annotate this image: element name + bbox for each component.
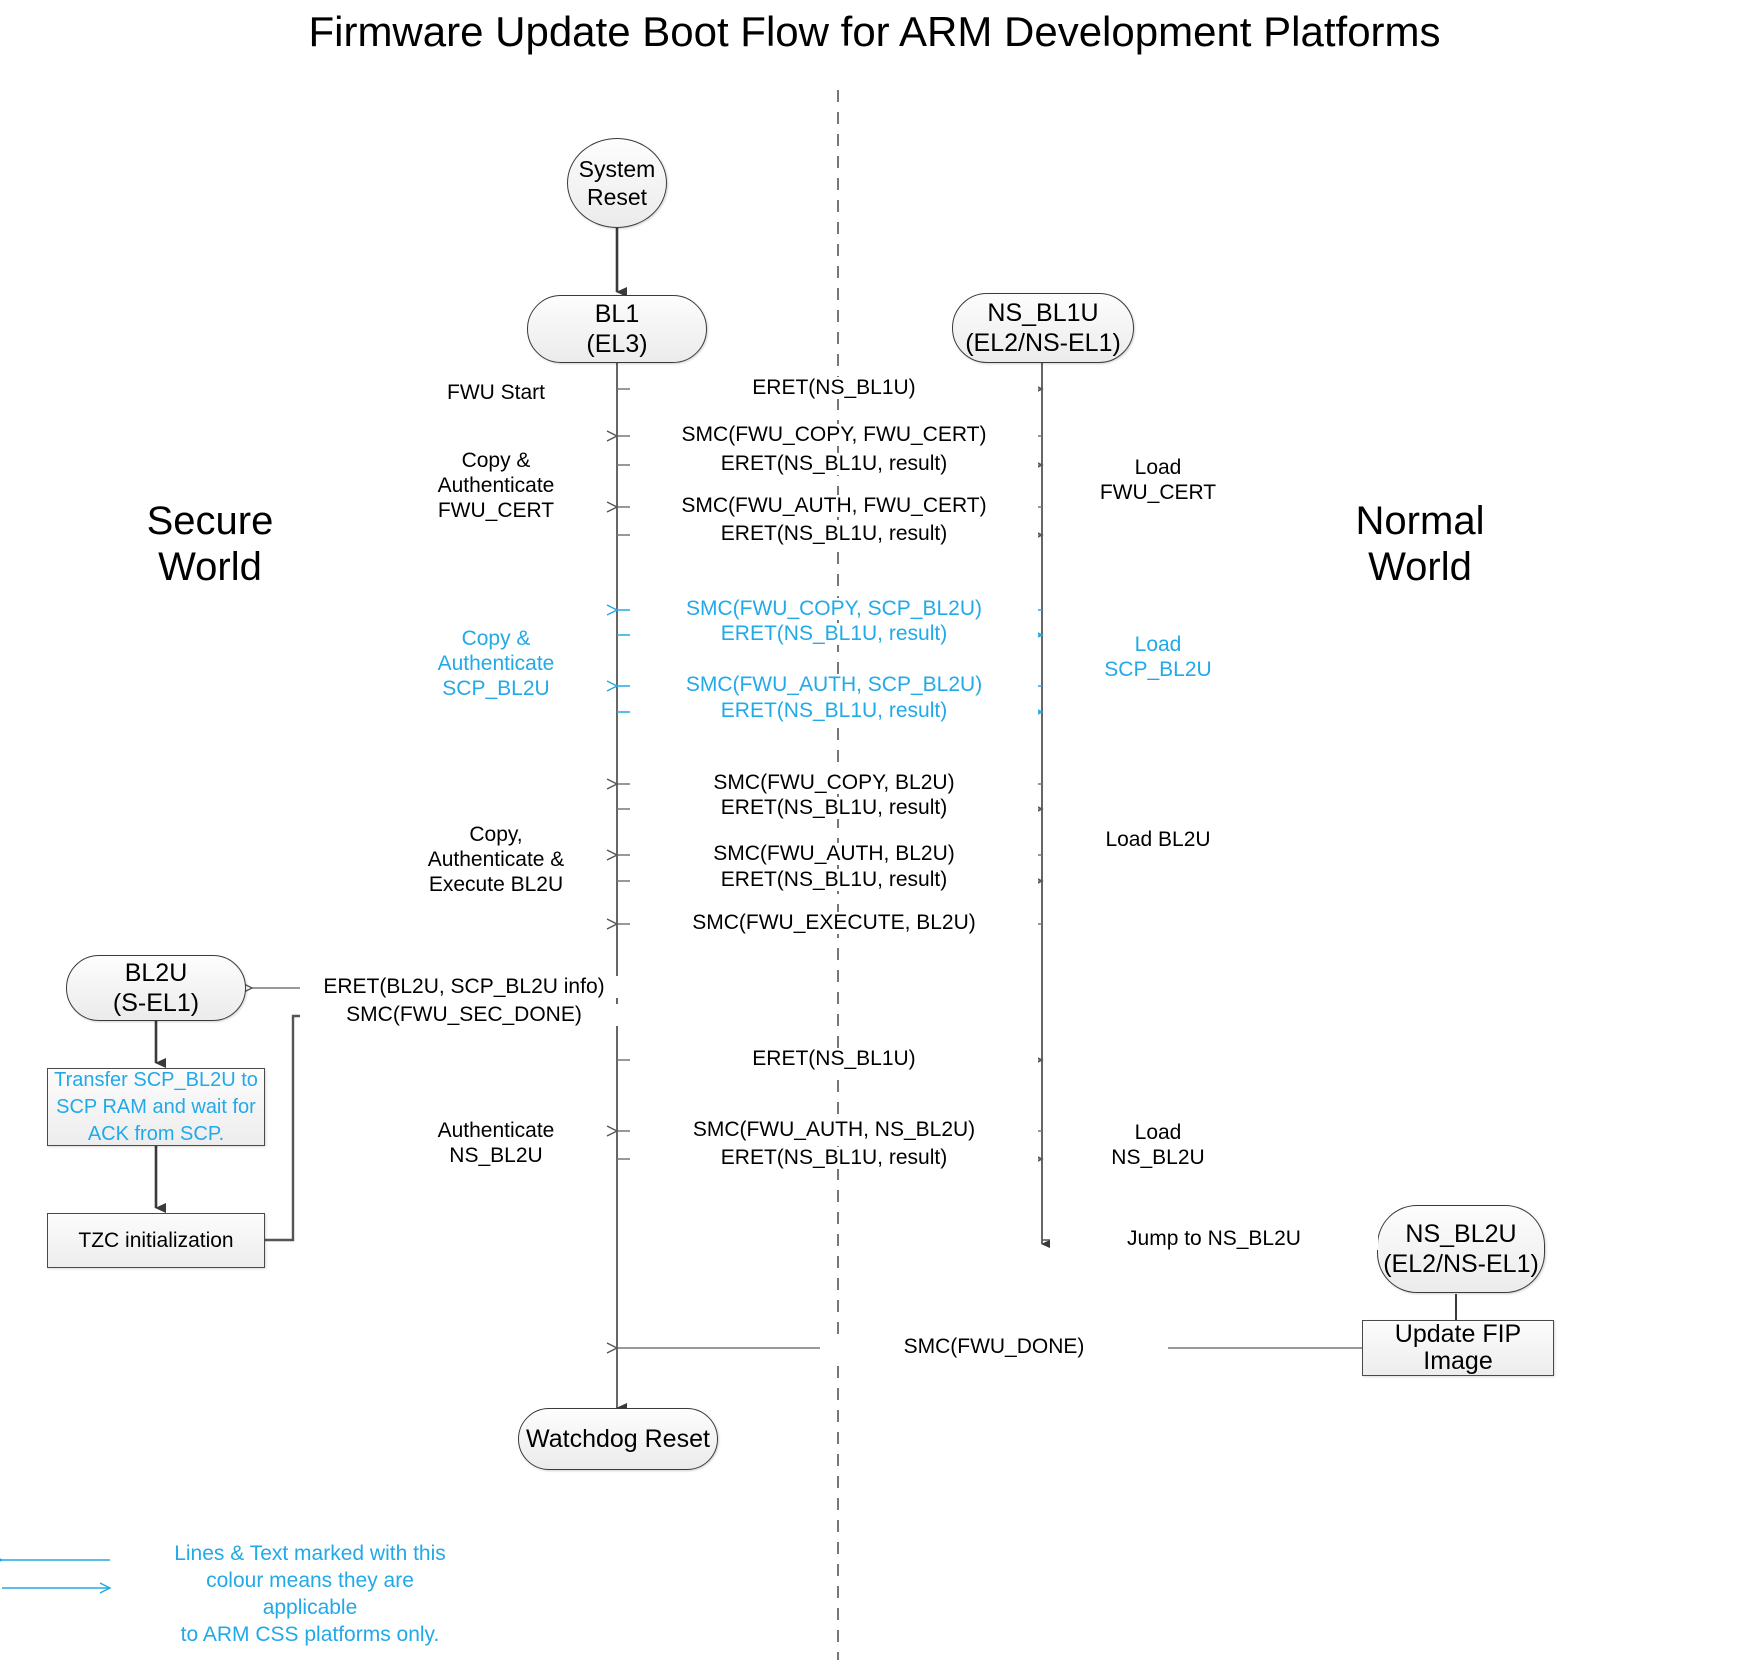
node-system-reset[interactable]: System Reset — [567, 138, 667, 228]
message-label-smc-fwu-sec-done: SMC(FWU_SEC_DONE) — [300, 1004, 628, 1026]
box-tzc-initialization: TZC initialization — [47, 1213, 265, 1268]
annotation-authenticate-ns-bl2u: Authenticate NS_BL2U — [437, 1119, 555, 1167]
annotation-load-ns-bl2u: Load NS_BL2U — [1111, 1121, 1205, 1169]
annotation-copy-auth-scp-bl2u: Copy & Authenticate SCP_BL2U — [437, 627, 555, 700]
node-ns-bl2u[interactable]: NS_BL2U (EL2/NS-EL1) — [1377, 1205, 1545, 1293]
node-bl1[interactable]: BL1 (EL3) — [527, 295, 707, 363]
message-label-eret-bl2u: ERET(BL2U, SCP_BL2U info) — [300, 976, 628, 998]
message-label-m19: ERET(NS_BL1U, result) — [630, 1147, 1038, 1169]
message-label-m9: ERET(NS_BL1U, result) — [630, 700, 1038, 722]
message-label-m4: SMC(FWU_AUTH, FWU_CERT) — [630, 495, 1038, 517]
node-ns-bl1u[interactable]: NS_BL1U (EL2/NS-EL1) — [952, 293, 1134, 363]
message-label-m13: ERET(NS_BL1U, result) — [630, 869, 1038, 891]
node-watchdog-reset[interactable]: Watchdog Reset — [518, 1408, 718, 1470]
box-update-fip-image: Update FIP Image — [1362, 1320, 1554, 1376]
message-label-m8: SMC(FWU_AUTH, SCP_BL2U) — [630, 674, 1038, 696]
message-label-m14: SMC(FWU_EXECUTE, BL2U) — [630, 912, 1038, 934]
message-label-m11: ERET(NS_BL1U, result) — [630, 797, 1038, 819]
annotation-load-fwu-cert: Load FWU_CERT — [1099, 456, 1217, 504]
message-label-m12: SMC(FWU_AUTH, BL2U) — [630, 843, 1038, 865]
annotation-copy-auth-exec-bl2u: Copy, Authenticate & Execute BL2U — [427, 823, 565, 896]
normal-world-label: Normal World — [1355, 499, 1485, 589]
annotation-load-bl2u: Load BL2U — [1105, 828, 1211, 851]
message-label-m22: SMC(FWU_DONE) — [820, 1336, 1168, 1358]
message-label-m5: ERET(NS_BL1U, result) — [630, 523, 1038, 545]
secure-world-label: Secure World — [146, 499, 274, 589]
annotation-fwu-start: FWU Start — [447, 381, 545, 404]
message-label-m6: SMC(FWU_COPY, SCP_BL2U) — [630, 598, 1038, 620]
message-label-m7: ERET(NS_BL1U, result) — [630, 623, 1038, 645]
legend-description: Lines & Text marked with this colour mea… — [174, 1542, 446, 1646]
message-label-m21: Jump to NS_BL2U — [1050, 1228, 1378, 1250]
box-transfer-scp-bl2u: Transfer SCP_BL2U to SCP RAM and wait fo… — [47, 1068, 265, 1146]
page-title: Firmware Update Boot Flow for ARM Develo… — [308, 8, 1441, 55]
message-label-m18: SMC(FWU_AUTH, NS_BL2U) — [630, 1119, 1038, 1141]
message-label-m17: ERET(NS_BL1U) — [630, 1048, 1038, 1070]
message-label-m2: SMC(FWU_COPY, FWU_CERT) — [630, 424, 1038, 446]
annotation-copy-auth-fwu-cert: Copy & Authenticate FWU_CERT — [437, 449, 555, 522]
eret-bl2u-suffix: ) — [597, 975, 605, 998]
node-bl2u[interactable]: BL2U (S-EL1) — [66, 955, 246, 1021]
message-label-m3: ERET(NS_BL1U, result) — [630, 453, 1038, 475]
message-label-m10: SMC(FWU_COPY, BL2U) — [630, 772, 1038, 794]
eret-bl2u-cyan-fragment: SCP_BL2U info — [450, 975, 598, 998]
annotation-load-scp-bl2u: Load SCP_BL2U — [1104, 633, 1212, 681]
message-label-m1: ERET(NS_BL1U) — [630, 377, 1038, 399]
eret-bl2u-prefix: ERET(BL2U, — [323, 975, 451, 998]
